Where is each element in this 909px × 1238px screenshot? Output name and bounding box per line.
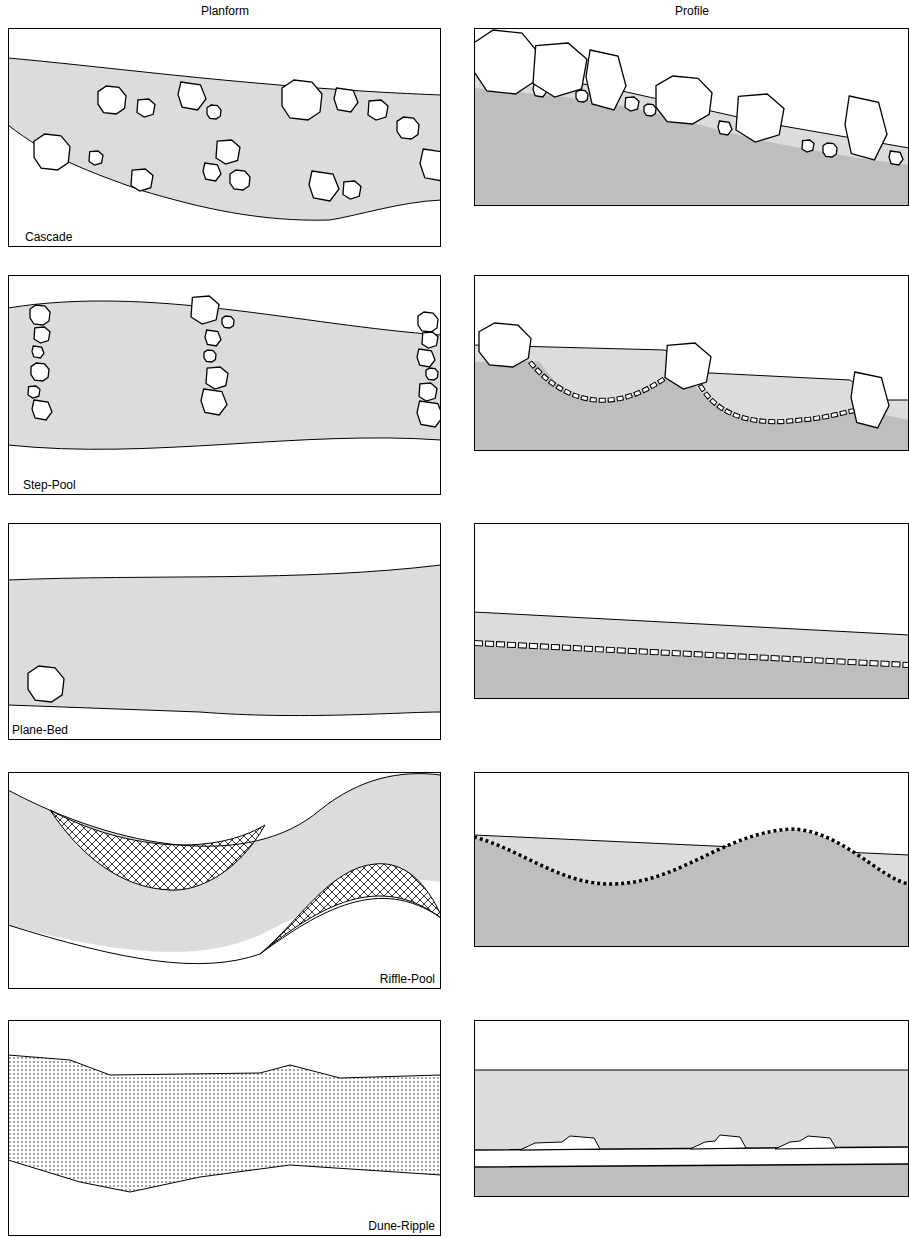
bed-type-label: Step-Pool [21,478,78,492]
bed-type-label: Dune-Ripple [366,1219,437,1233]
planform-panel: Riffle-Pool [8,772,441,989]
planform-panel: Step-Pool [8,275,441,495]
planform-panel: Plane-Bed [8,523,441,740]
column-heading: Planform [201,4,249,18]
bed-type-label: Cascade [23,230,74,244]
bed-type-label: Riffle-Pool [378,972,437,986]
column-heading: Profile [675,4,709,18]
bed-type-label: Plane-Bed [10,723,70,737]
planform-panel: Cascade [8,28,441,247]
planform-panel: Dune-Ripple [8,1020,441,1236]
